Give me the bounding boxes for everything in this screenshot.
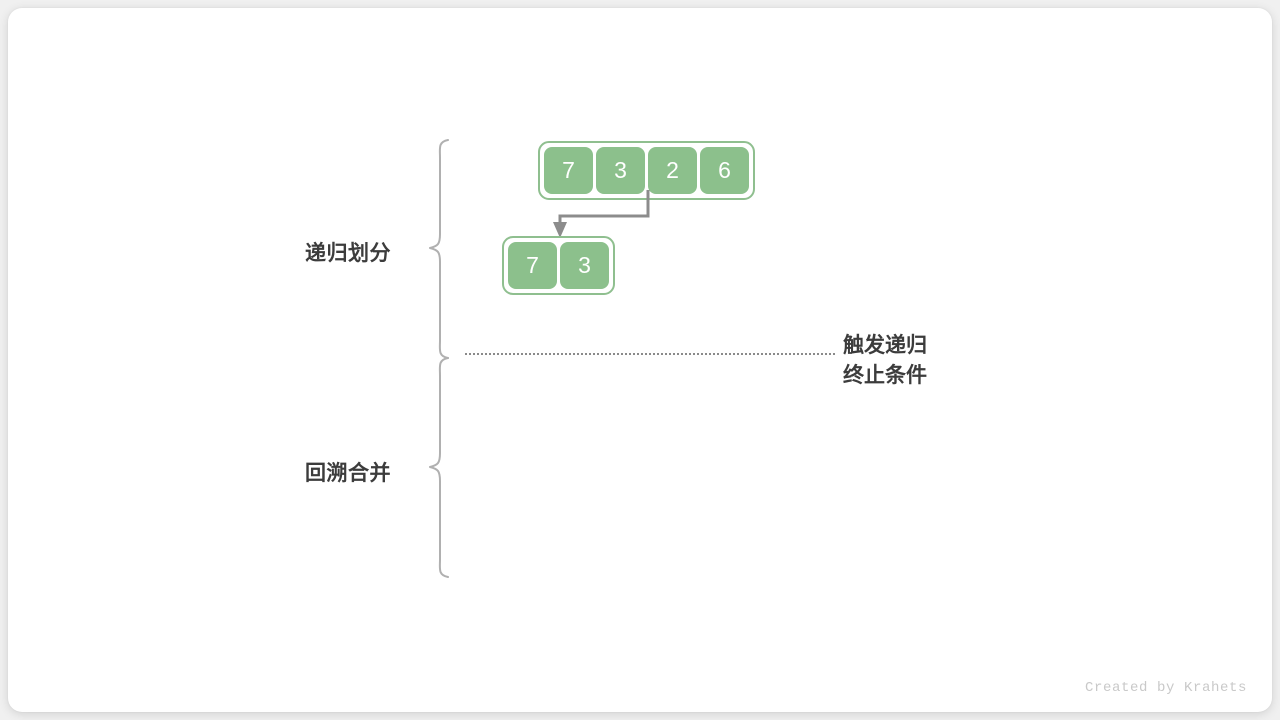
array-left-subarray: 7 3 xyxy=(502,236,615,295)
recursion-arrow xyxy=(553,190,650,238)
array-cell: 2 xyxy=(648,147,697,194)
diagram-card: 递归划分 回溯合并 7 3 2 6 7 3 触 xyxy=(8,8,1272,712)
recursion-boundary-divider xyxy=(465,353,835,355)
section-label-backtrack-merge: 回溯合并 xyxy=(305,462,391,485)
array-root: 7 3 2 6 xyxy=(538,141,755,200)
brace-recursive-divide xyxy=(429,139,449,359)
annotation-line-2: 终止条件 xyxy=(843,364,927,387)
termination-condition-annotation: 触发递归 终止条件 xyxy=(843,331,927,391)
array-cell: 7 xyxy=(508,242,557,289)
brace-backtrack-merge xyxy=(429,357,449,578)
annotation-line-1: 触发递归 xyxy=(843,334,927,357)
array-cell: 6 xyxy=(700,147,749,194)
array-cell: 7 xyxy=(544,147,593,194)
array-cell: 3 xyxy=(560,242,609,289)
array-cell: 3 xyxy=(596,147,645,194)
diagram-stage: 递归划分 回溯合并 7 3 2 6 7 3 触 xyxy=(8,8,1272,712)
section-label-recursive-divide: 递归划分 xyxy=(305,242,391,265)
credit-text: Created by Krahets xyxy=(1084,680,1247,696)
